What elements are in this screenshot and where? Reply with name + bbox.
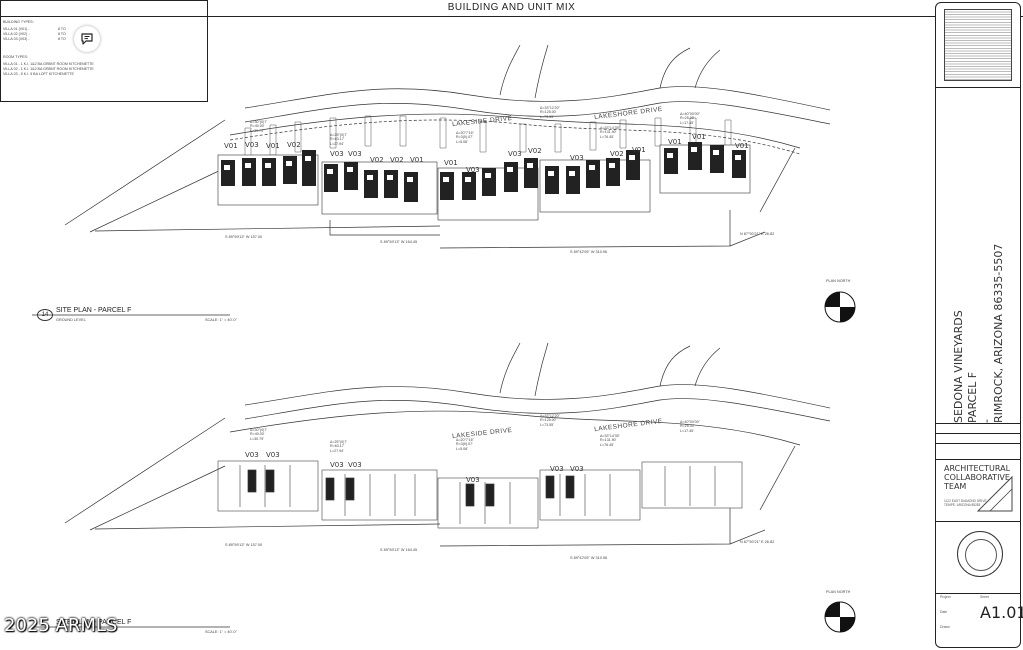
building-type-3: VILLA 03 (V03) - — [3, 37, 30, 41]
unit-label: V03 — [330, 150, 344, 158]
north-label-top: PLAN NORTH — [826, 279, 851, 283]
unit-label: V01 — [735, 142, 749, 150]
site-plan-top-unit-blocks — [221, 142, 746, 202]
site-plan-bottom-linework — [64, 342, 831, 547]
unit-label: V03 — [330, 461, 344, 469]
firm-line-2: COLLABORATIVE — [944, 473, 1010, 482]
curve-note: Δ=40°00'00" R=25.00' L=17.45' — [680, 112, 700, 125]
unit-label: V01 — [410, 156, 424, 164]
site-plan-title-top: SITE PLAN - PARCEL F — [56, 307, 132, 314]
unit-label: V03 — [245, 451, 259, 459]
unit-label: V02 — [390, 156, 404, 164]
unit-label: V02 — [528, 147, 542, 155]
firm-line-3: TEAM — [944, 482, 967, 491]
room-types-label: ROOM TYPES: — [3, 55, 28, 59]
project-info: SEDONA VINEYARDS PARCEL F - RIMROCK, ARI… — [944, 198, 1012, 428]
project-location: RIMROCK, ARIZONA 86335-5507 — [992, 243, 1005, 423]
building-count-2: 8 TO — [58, 32, 66, 36]
building-types-label: BUILDING TYPES: — [3, 20, 34, 24]
curve-note: Δ=33°12'20" R=125.00' L=73.55' — [540, 414, 560, 427]
curve-note: Δ=33°14'35" R=131.90' L=76.45' — [600, 126, 620, 139]
unit-label: V01 — [444, 159, 458, 167]
unit-label: V01 — [632, 146, 646, 154]
project-parcel: PARCEL F — [966, 371, 979, 423]
building-count-1: 8 TO — [58, 27, 66, 31]
curve-note: Δ=25°(0)7' R=63.17' L=27.94' — [330, 440, 348, 453]
bearing-label: S 89°42'05" W 310.96 — [570, 556, 608, 560]
plan-number: 14 — [37, 309, 53, 321]
bearing-label: S 89°59'13" W 157.00 — [225, 235, 263, 239]
curve-note: Δ=20°7'16" R=3(0).07' L=5.08' — [456, 438, 474, 451]
unit-label: V03 — [266, 451, 280, 459]
curve-note: Δ=20°7'16" R=3(0).07' L=5.08' — [456, 131, 474, 144]
site-plan-drawing — [32, 44, 831, 628]
project-label: Project — [940, 595, 951, 599]
curve-note: Δ=30°(0)7' R=40.00' L=30.79' — [250, 428, 268, 441]
unit-label: V03 — [466, 476, 480, 484]
unit-label: V03 — [570, 465, 584, 473]
comment-button[interactable] — [74, 26, 100, 52]
project-name: SEDONA VINEYARDS — [952, 310, 965, 423]
date-label: Date — [940, 610, 948, 614]
unit-label: V01 — [668, 138, 682, 146]
unit-label: V03 — [348, 150, 362, 158]
unit-label: V03 — [508, 150, 522, 158]
unit-mix-divider — [0, 16, 1023, 17]
site-plan-title-bottom: SITE PLAN - PARCEL F — [56, 619, 132, 626]
unit-label: V03 — [550, 465, 564, 473]
sheet-label: Sheet — [980, 595, 989, 599]
firm-logo-icon — [976, 475, 1013, 512]
unit-label: V03 — [466, 166, 480, 174]
building-unit-mix-box: BUILDING AND UNIT MIX BUILDING TYPES: VI… — [0, 0, 1023, 102]
unit-label: V02 — [287, 141, 301, 149]
room-type-1: VILLA 01 - 1 K.I. 1&2 BA GRBNT ROOM KITC… — [3, 62, 94, 66]
unit-label: V01 — [266, 142, 280, 150]
unit-mix-title: BUILDING AND UNIT MIX — [447, 2, 576, 13]
building-type-1: VILLA 01 (V01) - — [3, 27, 30, 31]
room-type-2: VILLA 02 - 1 K.I. 1&2 BA GRBNT ROOM KITC… — [3, 67, 94, 71]
curve-note: Δ=33°12'20" R=125.00' L=73.55' — [540, 106, 560, 119]
unit-label: V03 — [348, 461, 362, 469]
building-type-2: VILLA 02 (V02) - — [3, 32, 30, 36]
curve-note: Δ=25°(0)7' R=63.17' L=27.94' — [330, 133, 348, 146]
title-block: SEDONA VINEYARDS PARCEL F - RIMROCK, ARI… — [935, 2, 1023, 648]
unit-label: V03 — [570, 154, 584, 162]
drawn-label: Drawn — [940, 625, 950, 629]
bearing-label: N 87°50'21" E 26.82 — [740, 540, 775, 544]
mls-watermark: 2025 ARMLS — [4, 615, 118, 636]
firm-name: ARCHITECTURAL COLLABORATIVE TEAM — [944, 464, 1010, 491]
curve-note: Δ=33°14'35" R=131.90' L=76.45' — [600, 434, 620, 447]
bearing-label: S 89°59'13" W 164.45 — [380, 548, 418, 552]
room-type-3: VILLA 03 - 5 K.I. 5 BA LOFT KITCHENETTE — [3, 72, 74, 76]
comment-icon — [81, 33, 93, 45]
architect-seal-stamp — [957, 531, 1003, 577]
bearing-label: S 89°42'05" W 310.96 — [570, 250, 608, 254]
firm-address: 1122 EAST DIAMOND DRIVE TEMPE, ARIZONA 8… — [944, 499, 987, 507]
bearing-label: S 89°59'13" W 164.45 — [380, 240, 418, 244]
building-count-3: 8 TO — [58, 37, 66, 41]
unit-label: V01 — [224, 142, 238, 150]
bearing-label: S 89°59'13" W 157.00 — [225, 543, 263, 547]
curve-note: Δ=40°00'00" R=25.00' L=17.45' — [680, 420, 700, 433]
unit-label: V01 — [692, 133, 706, 141]
unit-label: V02 — [370, 156, 384, 164]
seal-notes-box — [944, 9, 1012, 81]
site-plan-subtitle-top: GROUND LEVEL — [56, 318, 86, 322]
site-plan-top-linework — [64, 44, 831, 249]
bearing-label: N 87°50'21" E 26.82 — [740, 232, 775, 236]
unit-label: V02 — [610, 150, 624, 158]
north-label-bottom: PLAN NORTH — [826, 590, 851, 594]
firm-line-1: ARCHITECTURAL — [944, 464, 1011, 473]
site-plan-scale-bottom: SCALE: 1" = 40'-0" — [205, 630, 238, 634]
north-arrow-icon — [824, 601, 856, 633]
curve-note: Δ=30°(0)7' R=40.00' L=30.79' — [250, 120, 268, 133]
site-plan-scale-top: SCALE: 1" = 40'-0" — [205, 318, 238, 322]
sheet-number: A1.01 — [980, 603, 1023, 622]
unit-label: V03 — [245, 141, 259, 149]
north-arrow-icon — [824, 291, 856, 323]
